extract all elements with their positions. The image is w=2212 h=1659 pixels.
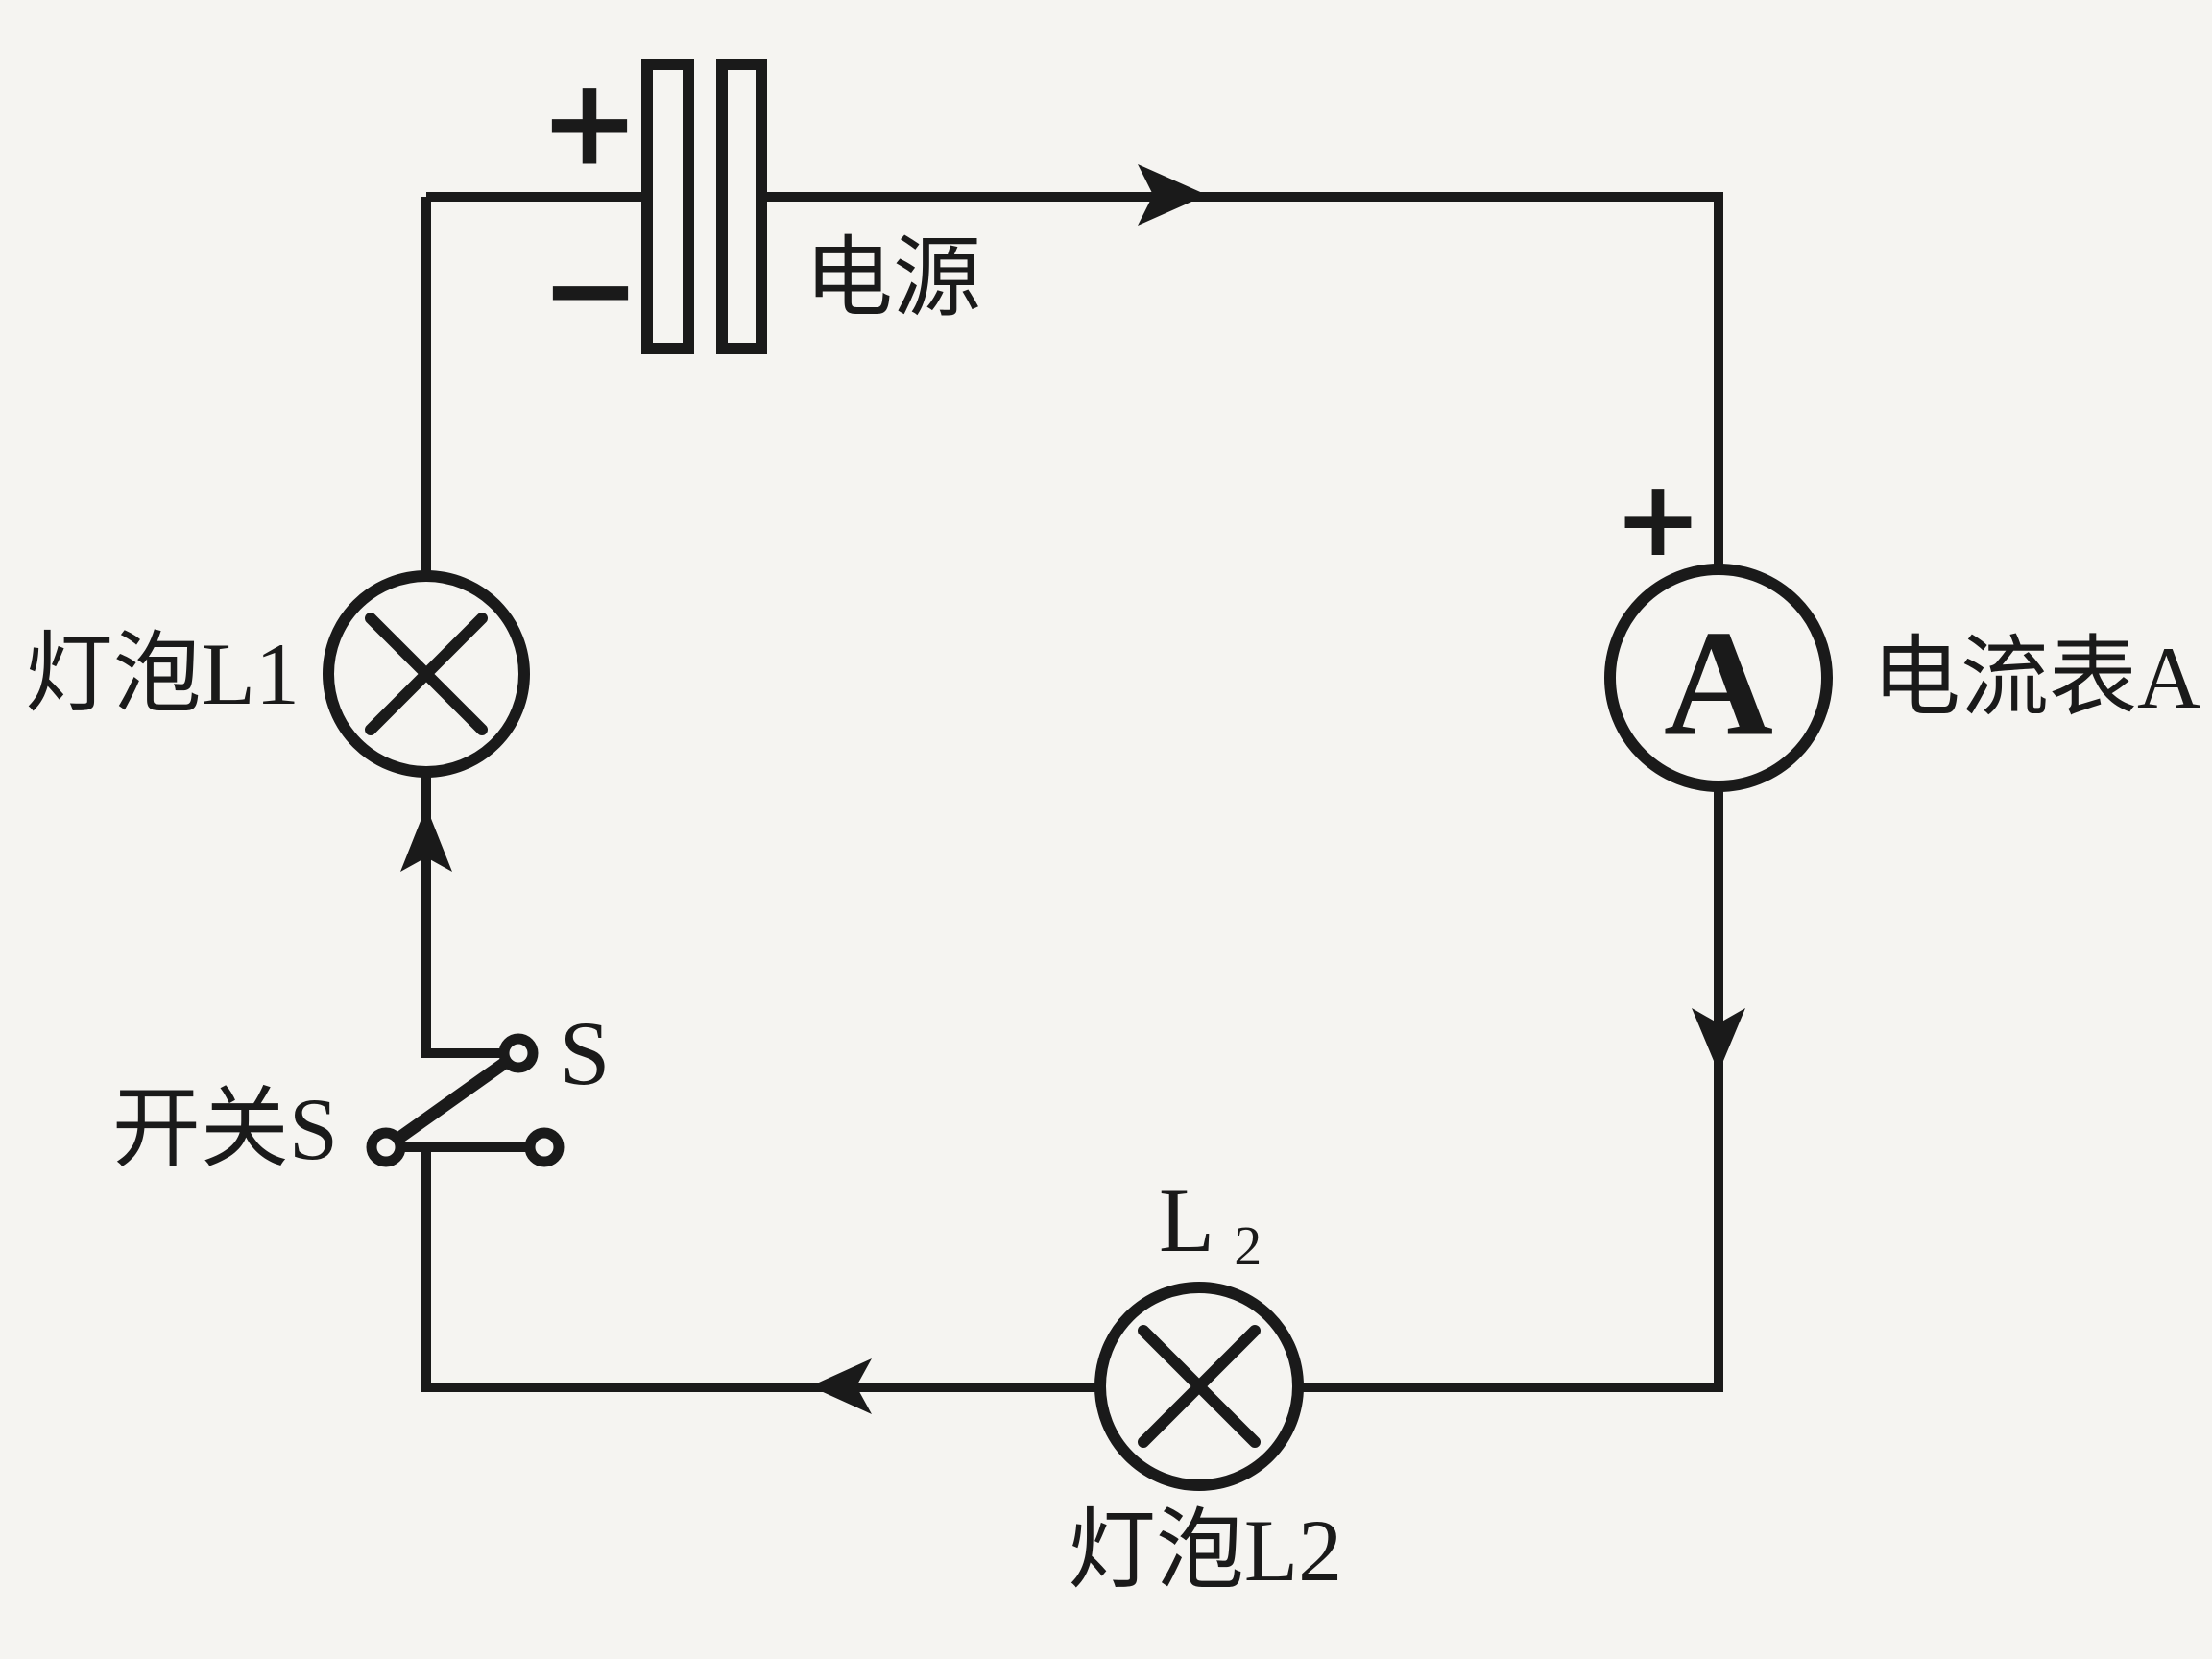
lamp-l1-cross-icon: [365, 613, 488, 735]
lamp-l2-tag-subscript: 2: [1234, 1214, 1262, 1277]
ammeter-label: 电流表A: [1872, 629, 2200, 727]
lamp-l1-label: 灯泡L1: [25, 625, 300, 723]
lamp-l2-tag: L 2: [1159, 1169, 1262, 1277]
current-arrow-up-icon: [400, 806, 452, 872]
lamp-l2-label: 灯泡L2: [1068, 1502, 1342, 1599]
lamp-l2-symbol: L 2 灯泡L2: [1068, 1169, 1342, 1599]
ammeter-circle: [1604, 564, 1833, 792]
battery-symbol: + − 电源: [540, 54, 981, 360]
battery-label: 电源: [805, 229, 981, 327]
current-arrow-right-icon: [1138, 164, 1207, 226]
ammeter-letter: A: [1664, 600, 1773, 768]
lamp-l2-cross-icon: [1138, 1325, 1261, 1448]
lamp-l1-symbol: 灯泡L1: [25, 570, 530, 778]
ammeter-symbol: A + 电流表A: [1604, 457, 2200, 792]
battery-plate-left-icon: [641, 59, 694, 354]
switch-right-contact-dot: [524, 1127, 565, 1167]
battery-positive-label: +: [540, 54, 640, 193]
current-arrow-left-icon: [810, 1358, 872, 1414]
switch-tag: S: [560, 1002, 611, 1104]
switch-symbol: S 开关S: [112, 1002, 611, 1178]
battery-negative-label: −: [541, 221, 641, 360]
switch-upper-contact-dot: [498, 1033, 539, 1073]
lamp-l2-tag-letter: L: [1159, 1169, 1212, 1271]
current-arrow-down-icon: [1692, 1008, 1745, 1072]
switch-label: 开关S: [112, 1080, 338, 1178]
ammeter-positive-label: +: [1614, 457, 1702, 580]
switch-pivot-dot: [366, 1127, 406, 1167]
switch-blade: [379, 1046, 525, 1154]
battery-plate-right-icon: [716, 59, 767, 354]
wire-left-middle-segment: [421, 772, 505, 1058]
